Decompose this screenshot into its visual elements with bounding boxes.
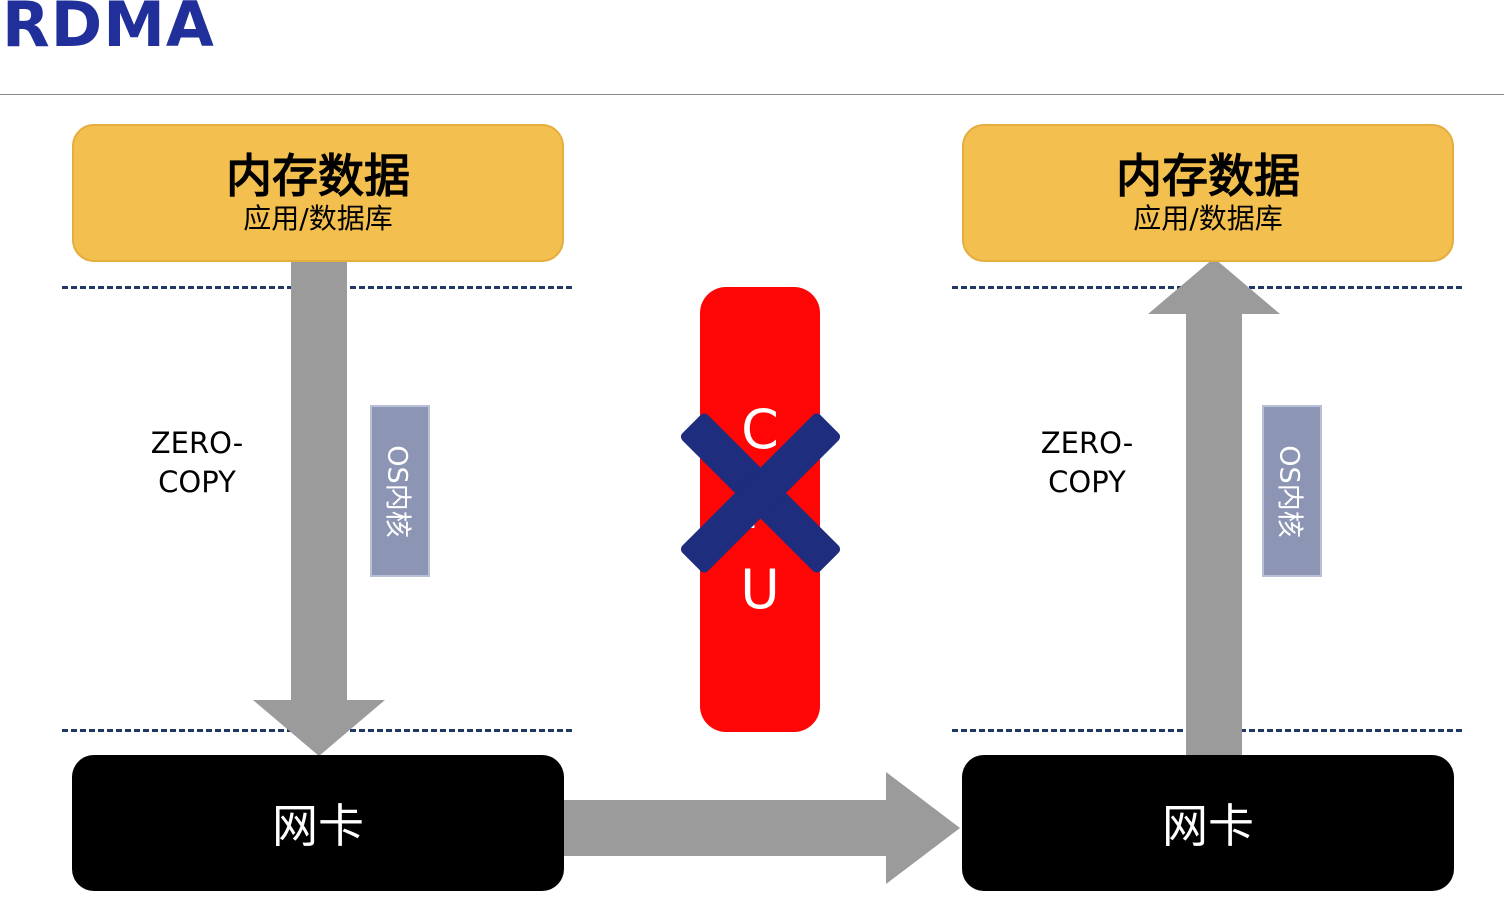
left-memory-subtitle: 应用/数据库: [243, 201, 393, 235]
title-divider: [0, 94, 1504, 95]
right-memory-subtitle: 应用/数据库: [1133, 201, 1283, 235]
right-zero-copy-label: ZERO- COPY: [1040, 426, 1134, 500]
nic-transfer-arrow-icon: [886, 772, 960, 884]
right-memory-title: 内存数据: [1116, 148, 1300, 203]
cpu-letter-u: U: [740, 557, 780, 621]
right-memory-box: 内存数据 应用/数据库: [962, 124, 1454, 262]
left-zero-copy-label: ZERO- COPY: [150, 426, 244, 500]
left-memory-title: 内存数据: [226, 148, 410, 203]
right-up-arrow-shaft: [1186, 312, 1242, 755]
cpu-letter-c: C: [741, 397, 779, 461]
right-os-kernel-label: OS内核: [1273, 444, 1305, 538]
right-os-kernel-box: OS内核: [1262, 405, 1322, 577]
left-down-arrow-shaft: [291, 260, 347, 702]
left-nic-box: 网卡: [72, 755, 564, 891]
left-os-kernel-box: OS内核: [370, 405, 430, 577]
left-memory-box: 内存数据 应用/数据库: [72, 124, 564, 262]
right-up-arrow-icon: [1148, 258, 1280, 314]
left-os-kernel-label: OS内核: [381, 444, 413, 538]
page-title: RDMA: [2, 0, 215, 61]
right-nic-box: 网卡: [962, 755, 1454, 891]
nic-transfer-arrow-shaft: [564, 800, 886, 856]
left-down-arrow-icon: [253, 700, 385, 756]
left-nic-label: 网卡: [272, 799, 364, 853]
right-nic-label: 网卡: [1162, 799, 1254, 853]
